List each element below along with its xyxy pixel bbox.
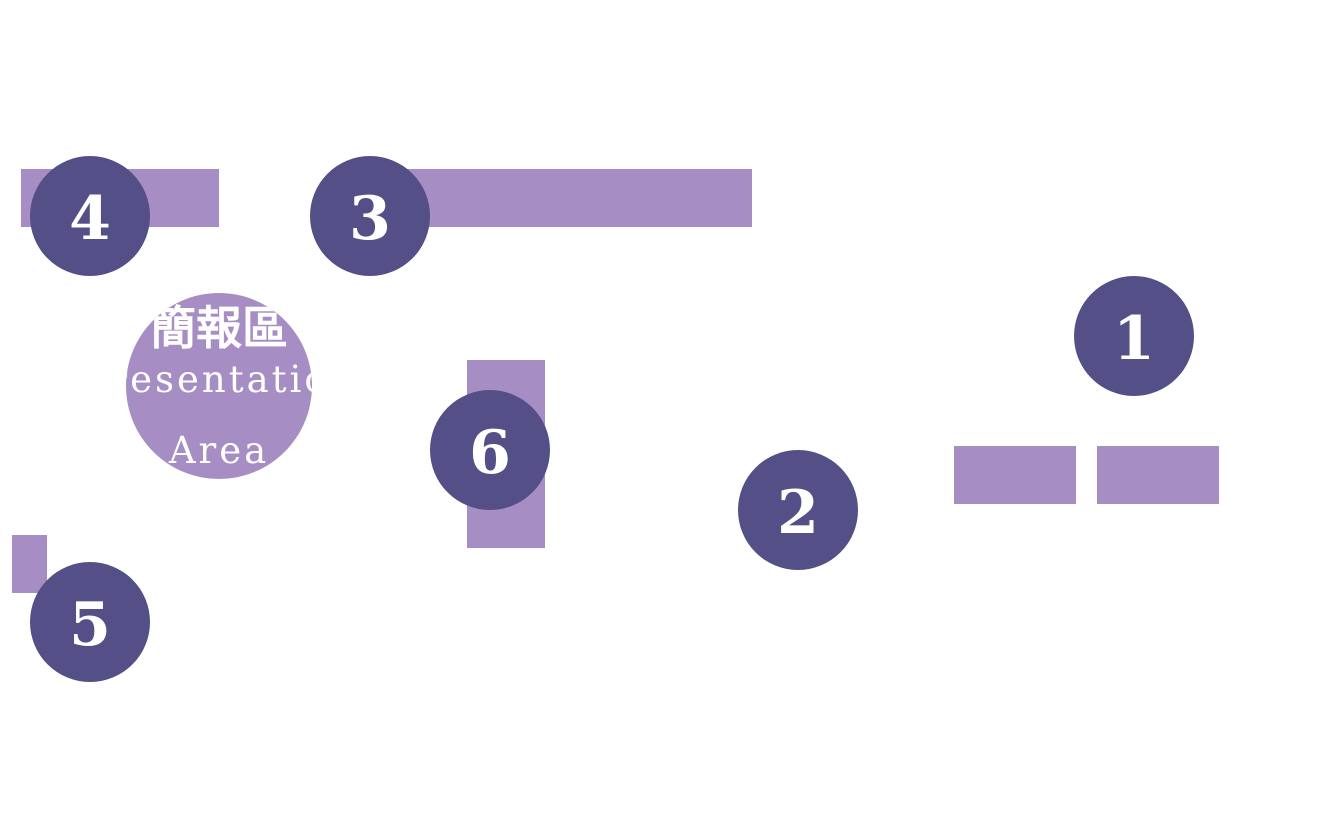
marker-2[interactable]: 2: [738, 450, 858, 570]
presentation-area-title-zh: 簡報區: [150, 301, 288, 355]
zone-1-left-bar[interactable]: [954, 446, 1076, 504]
marker-4[interactable]: 4: [30, 156, 150, 276]
zone-3-bar[interactable]: [400, 169, 752, 227]
marker-3[interactable]: 3: [310, 156, 430, 276]
marker-6-label: 6: [469, 418, 511, 488]
marker-5[interactable]: 5: [30, 562, 150, 682]
marker-5-label: 5: [69, 590, 111, 660]
marker-1[interactable]: 1: [1074, 276, 1194, 396]
presentation-area-title-en-line2: Area: [168, 429, 270, 472]
presentation-area[interactable]: 簡報區 Presentation Area: [126, 293, 312, 479]
marker-6[interactable]: 6: [430, 390, 550, 510]
marker-3-label: 3: [349, 184, 391, 254]
zone-1-right-bar[interactable]: [1097, 446, 1219, 504]
marker-2-label: 2: [777, 478, 819, 548]
marker-4-label: 4: [69, 184, 111, 254]
zone-5-bar[interactable]: [12, 535, 47, 593]
marker-1-label: 1: [1113, 304, 1155, 374]
presentation-area-title-en-line1: Presentation: [126, 358, 312, 401]
